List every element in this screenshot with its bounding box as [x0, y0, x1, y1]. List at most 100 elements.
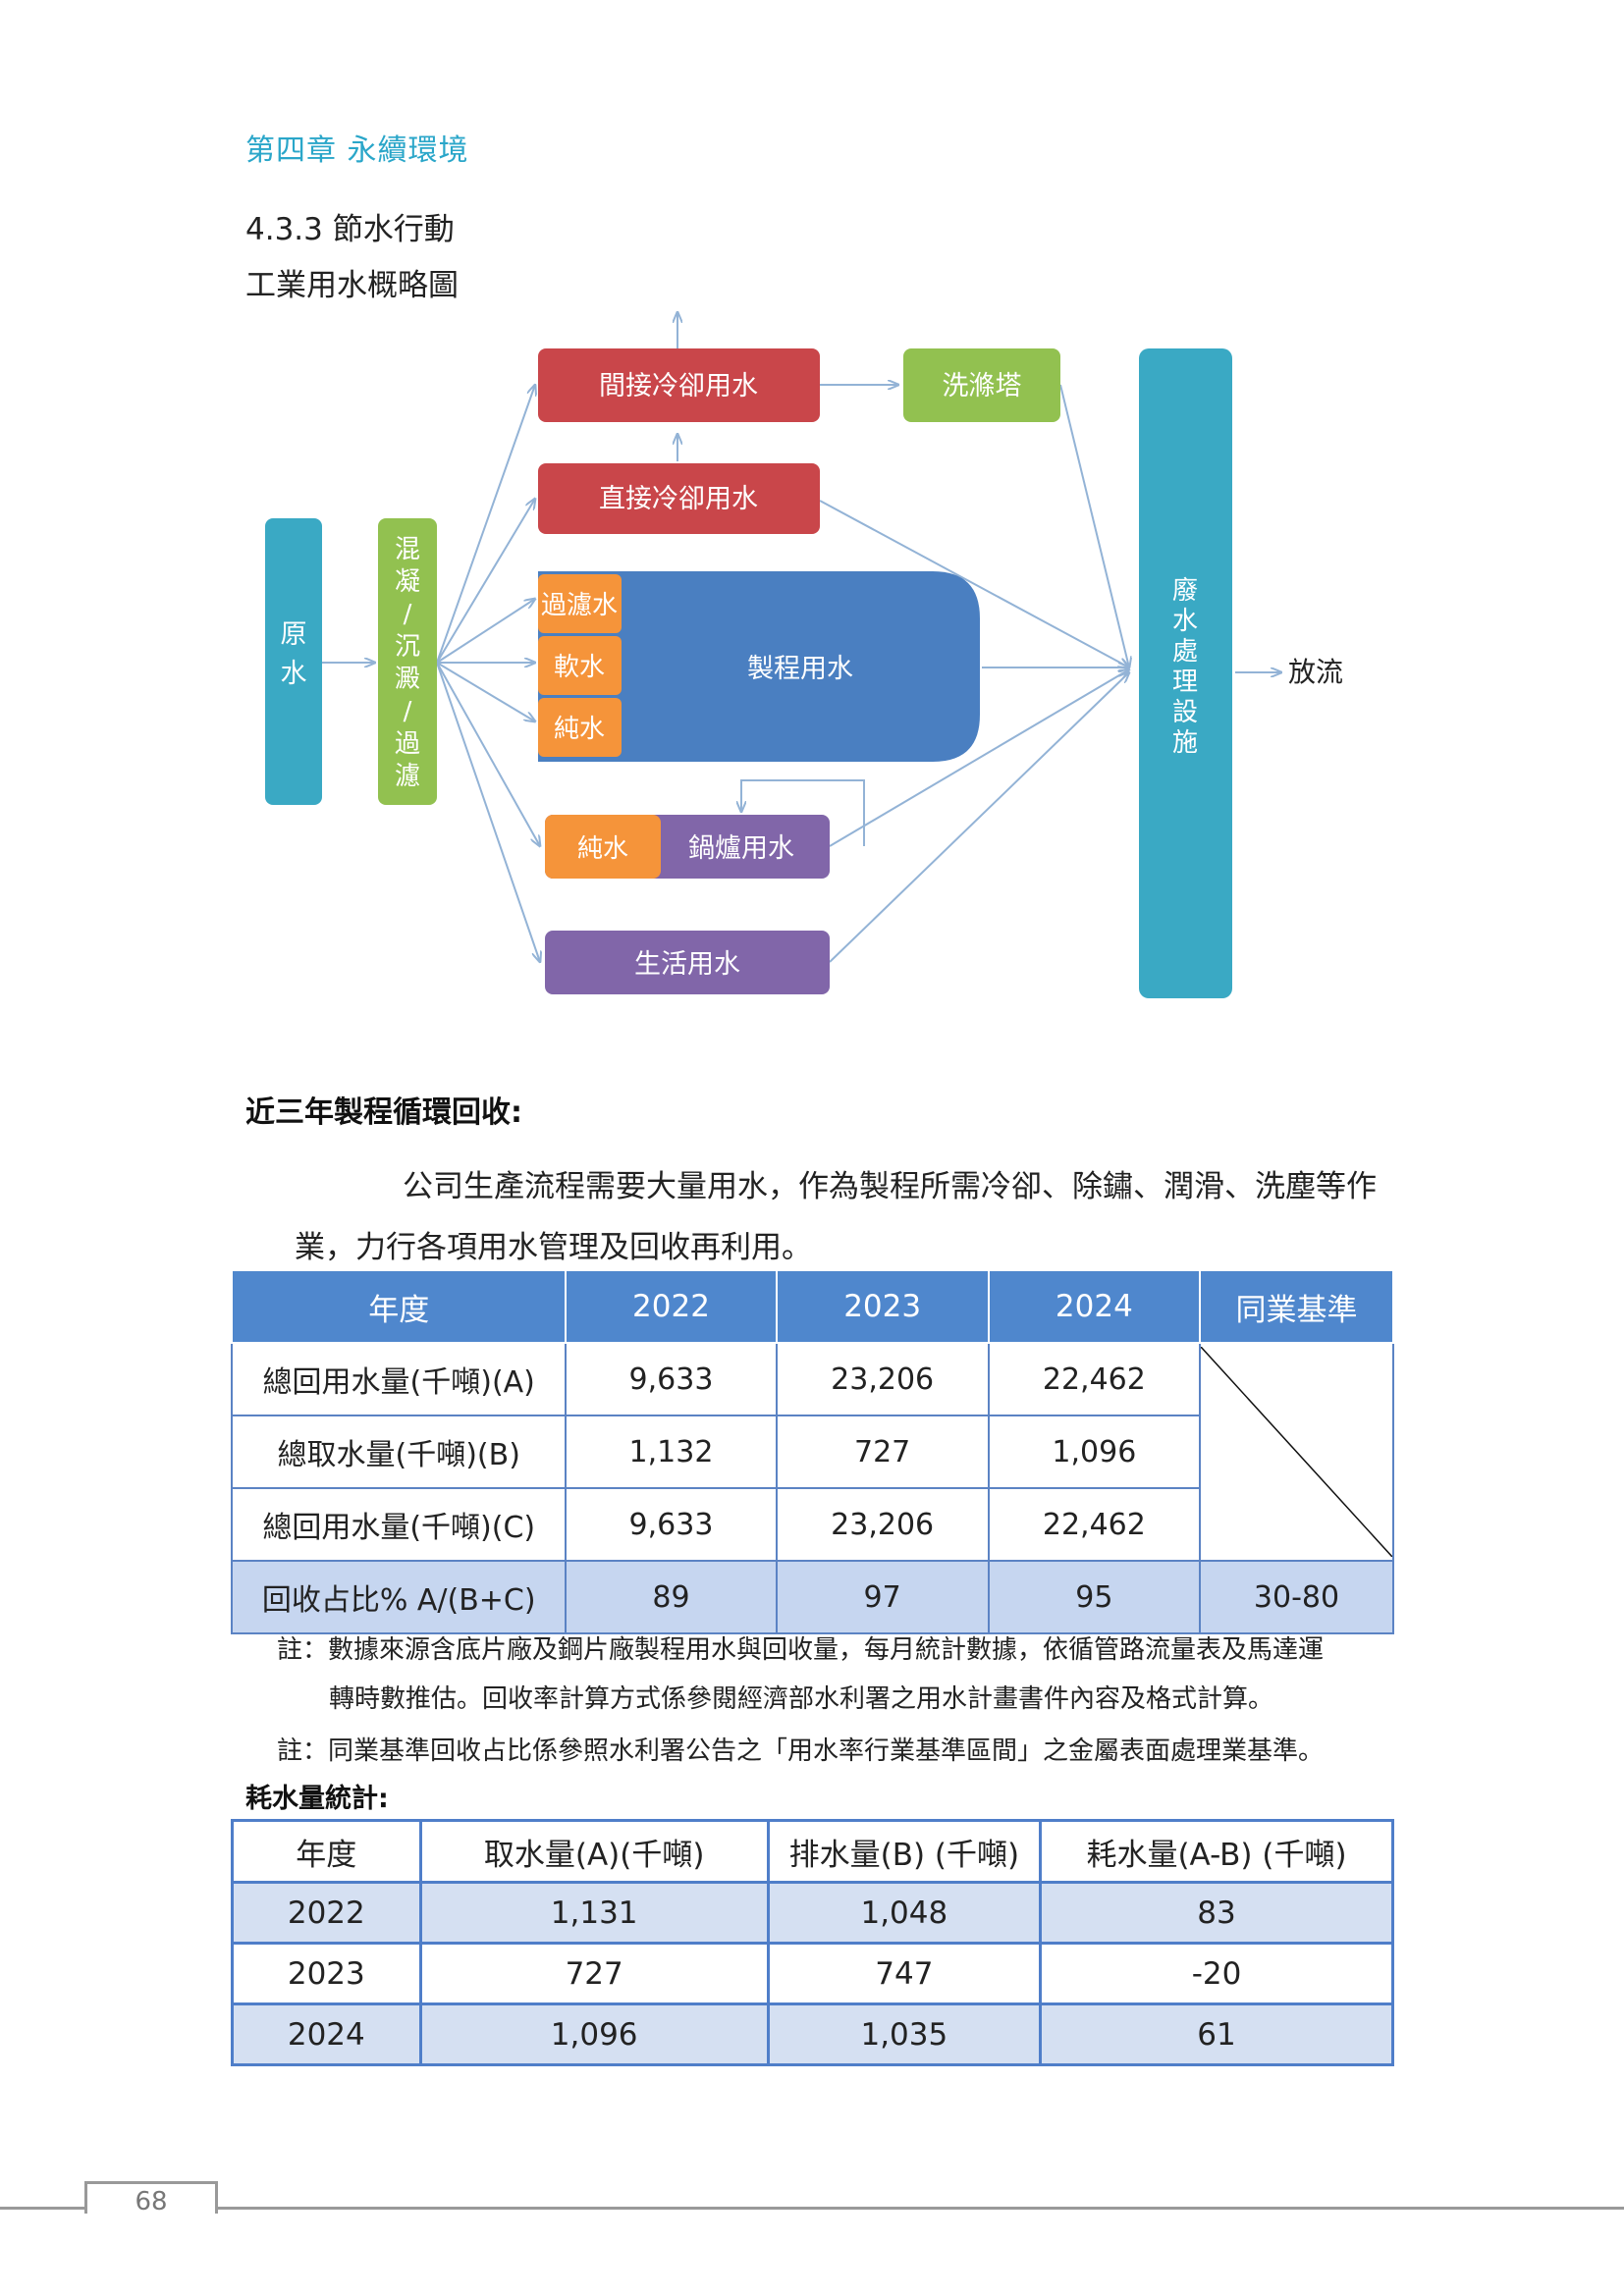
- process-water-box: [538, 571, 980, 762]
- page-number: 68: [135, 2187, 168, 2216]
- cell-value: 23,206: [775, 1487, 990, 1562]
- filtered-water-box: [538, 574, 622, 633]
- cell-value: 97: [775, 1560, 990, 1634]
- cell-value: 747: [766, 1942, 1043, 2005]
- recycle-paragraph: 公司生產流程需要大量用水，作為製程所需冷卻、除鏽、潤滑、洗塵等作業，力行各項用水…: [295, 1169, 1377, 1265]
- note-1: 註：數據來源含底片廠及鋼片廠製程用水與回收量，每月統計數據，依循管路流量表及馬達…: [277, 1635, 1325, 1665]
- discharge-label: 放流: [1288, 656, 1343, 688]
- pretreat-text-char: 凝: [395, 567, 420, 597]
- col-discharge: 排水量(B) (千噸): [766, 1819, 1043, 1884]
- col-year: 年度: [230, 1269, 568, 1344]
- pretreatment-label: 混凝/沉澱/過濾: [395, 535, 420, 791]
- raw-water-box: [265, 518, 322, 805]
- pretreat-text-char: 沉: [395, 632, 420, 662]
- table-row: 2022 1,131 1,048 83: [231, 1881, 1394, 1945]
- filtered-water-label: 過濾水: [541, 591, 618, 620]
- cell-value: 9,633: [565, 1487, 778, 1562]
- arrow-to-indirect: [436, 385, 535, 664]
- footer-rule: [0, 2207, 1624, 2210]
- boiler-pure-water-label: 純水: [577, 834, 628, 864]
- cell-year: 2022: [231, 1881, 422, 1945]
- cell-value: 83: [1039, 1881, 1394, 1945]
- pretreat-text-char: /: [404, 600, 412, 629]
- note-2: 轉時數推估。回收率計算方式係參閱經濟部水利署之用水計畫書件內容及格式計算。: [329, 1684, 1274, 1714]
- soft-water-box: [538, 636, 622, 695]
- soft-water-label: 軟水: [554, 653, 605, 682]
- pretreat-text-char: /: [404, 697, 412, 726]
- cell-value: 1,035: [766, 2002, 1043, 2066]
- pretreat-text-char: 過: [395, 729, 420, 759]
- arrow-to-domestic: [436, 662, 540, 962]
- figure-title: 工業用水概略圖: [245, 268, 459, 303]
- cell-value: 1,131: [418, 1881, 770, 1945]
- cell-value: 22,462: [987, 1342, 1201, 1416]
- cell-year: 2024: [231, 2002, 422, 2066]
- cell-value: 95: [987, 1560, 1201, 1634]
- chapter-header: 第四章 永續環境: [245, 133, 469, 168]
- arrow-tower-to-wastewater: [1059, 384, 1129, 667]
- row-label: 回收占比% A/(B+C): [230, 1560, 568, 1634]
- flow-arrows: [322, 312, 1281, 962]
- domestic-water-label: 生活用水: [634, 949, 740, 980]
- wastewater-text-char: 理: [1172, 667, 1198, 697]
- page-number-tab: [84, 2181, 218, 2214]
- col-2023: 2023: [775, 1269, 990, 1344]
- arrow-boiler-to-wastewater: [829, 669, 1129, 847]
- arrow-boiler-loop: [741, 779, 865, 846]
- cell-value: 23,206: [775, 1342, 990, 1416]
- wastewater-text-char: 處: [1172, 637, 1198, 667]
- cooling-tower-box: [903, 348, 1060, 422]
- water-flow-diagram: 原 水 混凝/沉澱/過濾 間接冷卻用水 洗滌塔 直接冷卻用水 製程用水 過濾水 …: [265, 304, 1343, 998]
- arrow-to-filtered: [436, 599, 535, 664]
- table-row: 2024 1,096 1,035 61: [231, 2002, 1394, 2066]
- direct-cooling-box: [538, 463, 820, 534]
- row-label: 總回用水量(千噸)(C): [230, 1487, 568, 1562]
- arrow-direct-to-wastewater: [819, 500, 1129, 667]
- wastewater-text-char: 廢: [1172, 576, 1198, 606]
- table-row: 回收占比% A/(B+C) 89 97 95 30-80: [230, 1560, 1395, 1634]
- cell-value: 9,633: [565, 1342, 778, 1416]
- arrow-to-pure: [436, 662, 535, 721]
- boiler-water-label: 鍋爐用水: [688, 833, 794, 864]
- pure-water-box: [538, 698, 622, 757]
- direct-cooling-label: 直接冷卻用水: [599, 484, 758, 514]
- cell-value: 727: [418, 1942, 770, 2005]
- benchmark-empty-cell: [1198, 1342, 1395, 1562]
- domestic-water-box: [545, 931, 830, 994]
- pure-water-label: 純水: [554, 715, 605, 744]
- col-withdrawal: 取水量(A)(千噸): [418, 1819, 770, 1884]
- raw-water-char-2: 水: [281, 659, 307, 689]
- cell-value: -20: [1039, 1942, 1394, 2005]
- indirect-cooling-label: 間接冷卻用水: [599, 371, 758, 401]
- pretreat-text-char: 澱: [395, 665, 420, 694]
- wastewater-facility-box: [1139, 348, 1232, 998]
- cell-value: 1,096: [418, 2002, 770, 2066]
- cell-value: 22,462: [987, 1487, 1201, 1562]
- diagonal-line: [1200, 1347, 1392, 1557]
- col-benchmark: 同業基準: [1198, 1269, 1395, 1344]
- cell-value: 89: [565, 1560, 778, 1634]
- recycle-table: 年度 2022 2023 2024 同業基準 總回用水量(千噸)(A) 9,63…: [230, 1269, 1395, 1634]
- col-2024: 2024: [987, 1269, 1201, 1344]
- arrow-to-direct: [436, 499, 535, 664]
- table-row: 總回用水量(千噸)(C) 9,633 23,206 22,462: [230, 1487, 1393, 1562]
- consumption-heading: 耗水量統計:: [245, 1784, 389, 1814]
- process-water-label: 製程用水: [747, 654, 853, 684]
- pretreat-text-char: 混: [395, 535, 420, 564]
- table-row: 總回用水量(千噸)(A) 9,633 23,206 22,462: [230, 1342, 1395, 1562]
- section-title: 4.3.3 節水行動: [245, 212, 455, 247]
- col-2022: 2022: [565, 1269, 778, 1344]
- cooling-tower-label: 洗滌塔: [943, 371, 1022, 401]
- consumption-header-row: 年度 取水量(A)(千噸) 排水量(B) (千噸) 耗水量(A-B) (千噸): [231, 1819, 1394, 1884]
- table-row: 2023 727 747 -20: [231, 1942, 1394, 2005]
- cell-value: 1,132: [565, 1415, 778, 1489]
- col-consumption: 耗水量(A-B) (千噸): [1039, 1819, 1394, 1884]
- cell-value: 1,096: [987, 1415, 1201, 1489]
- table-row: 總取水量(千噸)(B) 1,132 727 1,096: [230, 1415, 1393, 1489]
- row-label: 總取水量(千噸)(B): [230, 1415, 568, 1489]
- recycle-heading: 近三年製程循環回收:: [245, 1095, 522, 1130]
- raw-water-char-1: 原: [281, 619, 307, 650]
- cell-value: 1,048: [766, 1881, 1043, 1945]
- pretreatment-box: [378, 518, 437, 805]
